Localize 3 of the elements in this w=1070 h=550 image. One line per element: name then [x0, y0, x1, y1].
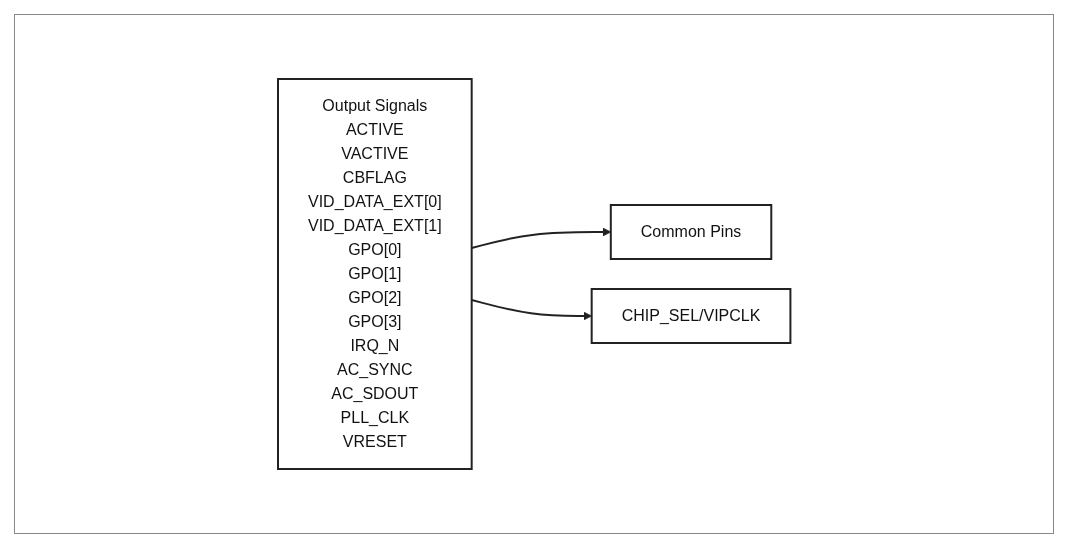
node-box: Common Pins: [609, 204, 773, 260]
node-box: Output Signals ACTIVE VACTIVE CBFLAG VID_DATA_EXT[0] VID_DATA_EXT[1] GPO[0] GPO[1] GPO[2] GPO[3] IRQ_N AC_SYNC AC_SDOUT PLL_CLK VRESET: [276, 78, 473, 470]
node-box: CHIP_SEL/VIPCLK: [590, 288, 792, 344]
